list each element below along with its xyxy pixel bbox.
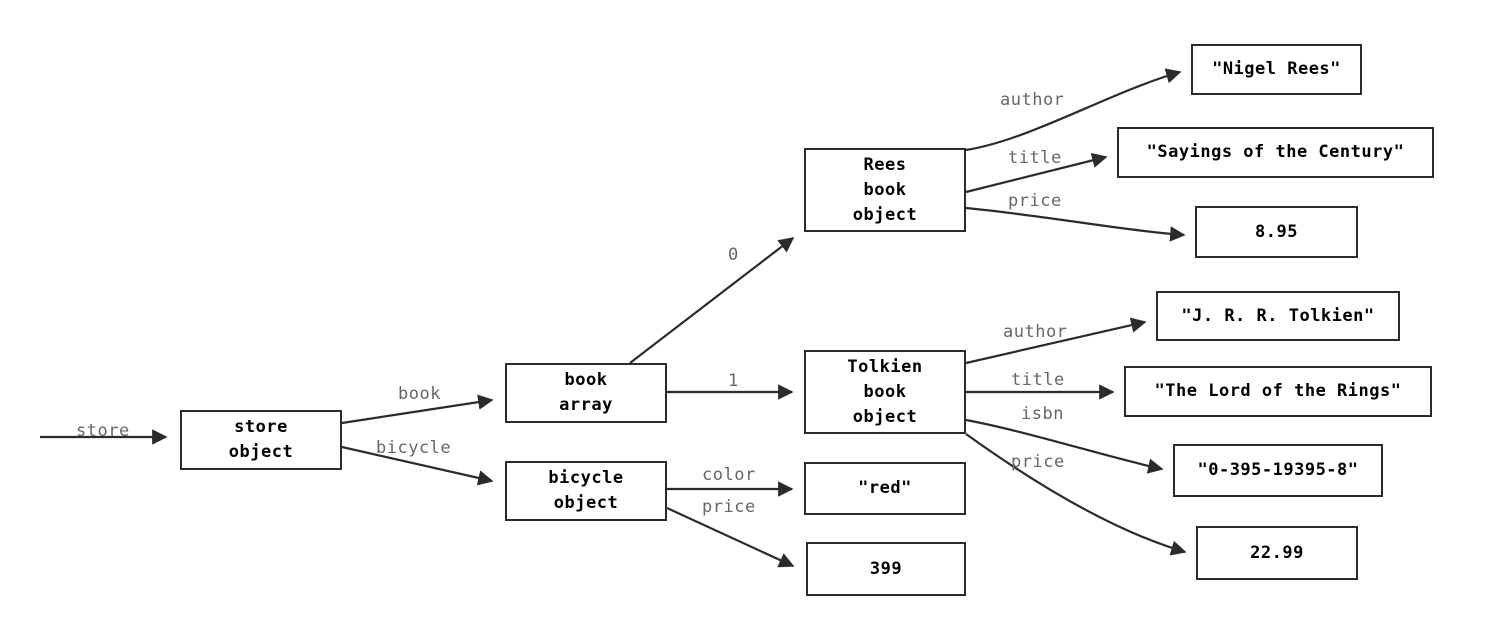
edge-label-bicycle-color: color xyxy=(702,465,756,485)
node-label-line: book xyxy=(863,381,907,402)
node-label-line: store xyxy=(234,417,288,437)
node-sayings: "Sayings of the Century" xyxy=(1117,127,1434,178)
edge-label-bookarray-tolkien: 1 xyxy=(728,371,739,391)
edge-label-tolkien-price: price xyxy=(1011,452,1065,472)
edge-label-tolkien-isbn: isbn xyxy=(1021,404,1064,424)
node-isbn_value: "0-395-19395-8" xyxy=(1173,444,1383,497)
edge-tolkien-price xyxy=(965,433,1187,556)
node-price_895: 8.95 xyxy=(1195,206,1358,258)
node-lotr: "The Lord of the Rings" xyxy=(1124,366,1432,417)
edge-label-tolkien-author: author xyxy=(1003,322,1068,342)
node-label-line: object xyxy=(553,493,619,513)
node-rees: Rees book object xyxy=(804,148,966,232)
node-label-line: "Sayings of the Century" xyxy=(1146,142,1405,162)
edge-label-rees-price: price xyxy=(1008,191,1062,211)
node-bicycle: bicycle object xyxy=(505,461,667,521)
edge-rees-price xyxy=(965,206,1186,242)
node-book_array: book array xyxy=(505,363,667,423)
edge-label-root-store: store xyxy=(76,421,130,441)
node-price_2299: 22.99 xyxy=(1196,526,1358,580)
node-jrr_tolkien: "J. R. R. Tolkien" xyxy=(1156,291,1400,341)
node-label-line: "The Lord of the Rings" xyxy=(1154,381,1402,401)
node-label-line: object xyxy=(228,442,294,462)
node-label-line: "Nigel Rees" xyxy=(1212,59,1341,79)
edge-label-store-bicycle: bicycle xyxy=(376,438,452,458)
node-label-line: object xyxy=(852,406,918,427)
edge-label-store-book: book xyxy=(398,384,441,404)
edge-bookarray-rees xyxy=(629,237,795,364)
node-label-line: 399 xyxy=(869,558,903,579)
node-label-line: 22.99 xyxy=(1250,542,1304,563)
node-label-line: Rees xyxy=(863,154,907,175)
node-label-line: object xyxy=(852,204,918,225)
node-red: "red" xyxy=(804,462,966,515)
node-label-line: book xyxy=(863,179,907,200)
node-price_399: 399 xyxy=(806,542,966,596)
edge-label-tolkien-title: title xyxy=(1011,370,1065,390)
node-label-line: book xyxy=(564,370,608,390)
node-store: store object xyxy=(180,410,342,470)
node-label-line: 8.95 xyxy=(1255,221,1298,242)
node-tolkien: Tolkien book object xyxy=(804,350,966,434)
edge-label-bicycle-price: price xyxy=(702,497,756,517)
node-nigel_rees: "Nigel Rees" xyxy=(1191,44,1362,95)
node-label-line: "red" xyxy=(858,478,912,498)
node-label-line: "0-395-19395-8" xyxy=(1197,460,1359,480)
node-label-line: bicycle xyxy=(548,468,624,488)
edge-label-rees-title: title xyxy=(1008,148,1062,168)
edge-label-rees-author: author xyxy=(1000,90,1065,110)
node-label-line: array xyxy=(559,395,613,415)
node-label-line: "J. R. R. Tolkien" xyxy=(1181,305,1375,326)
node-label-line: Tolkien xyxy=(847,356,923,377)
edge-label-bookarray-rees: 0 xyxy=(728,245,739,265)
